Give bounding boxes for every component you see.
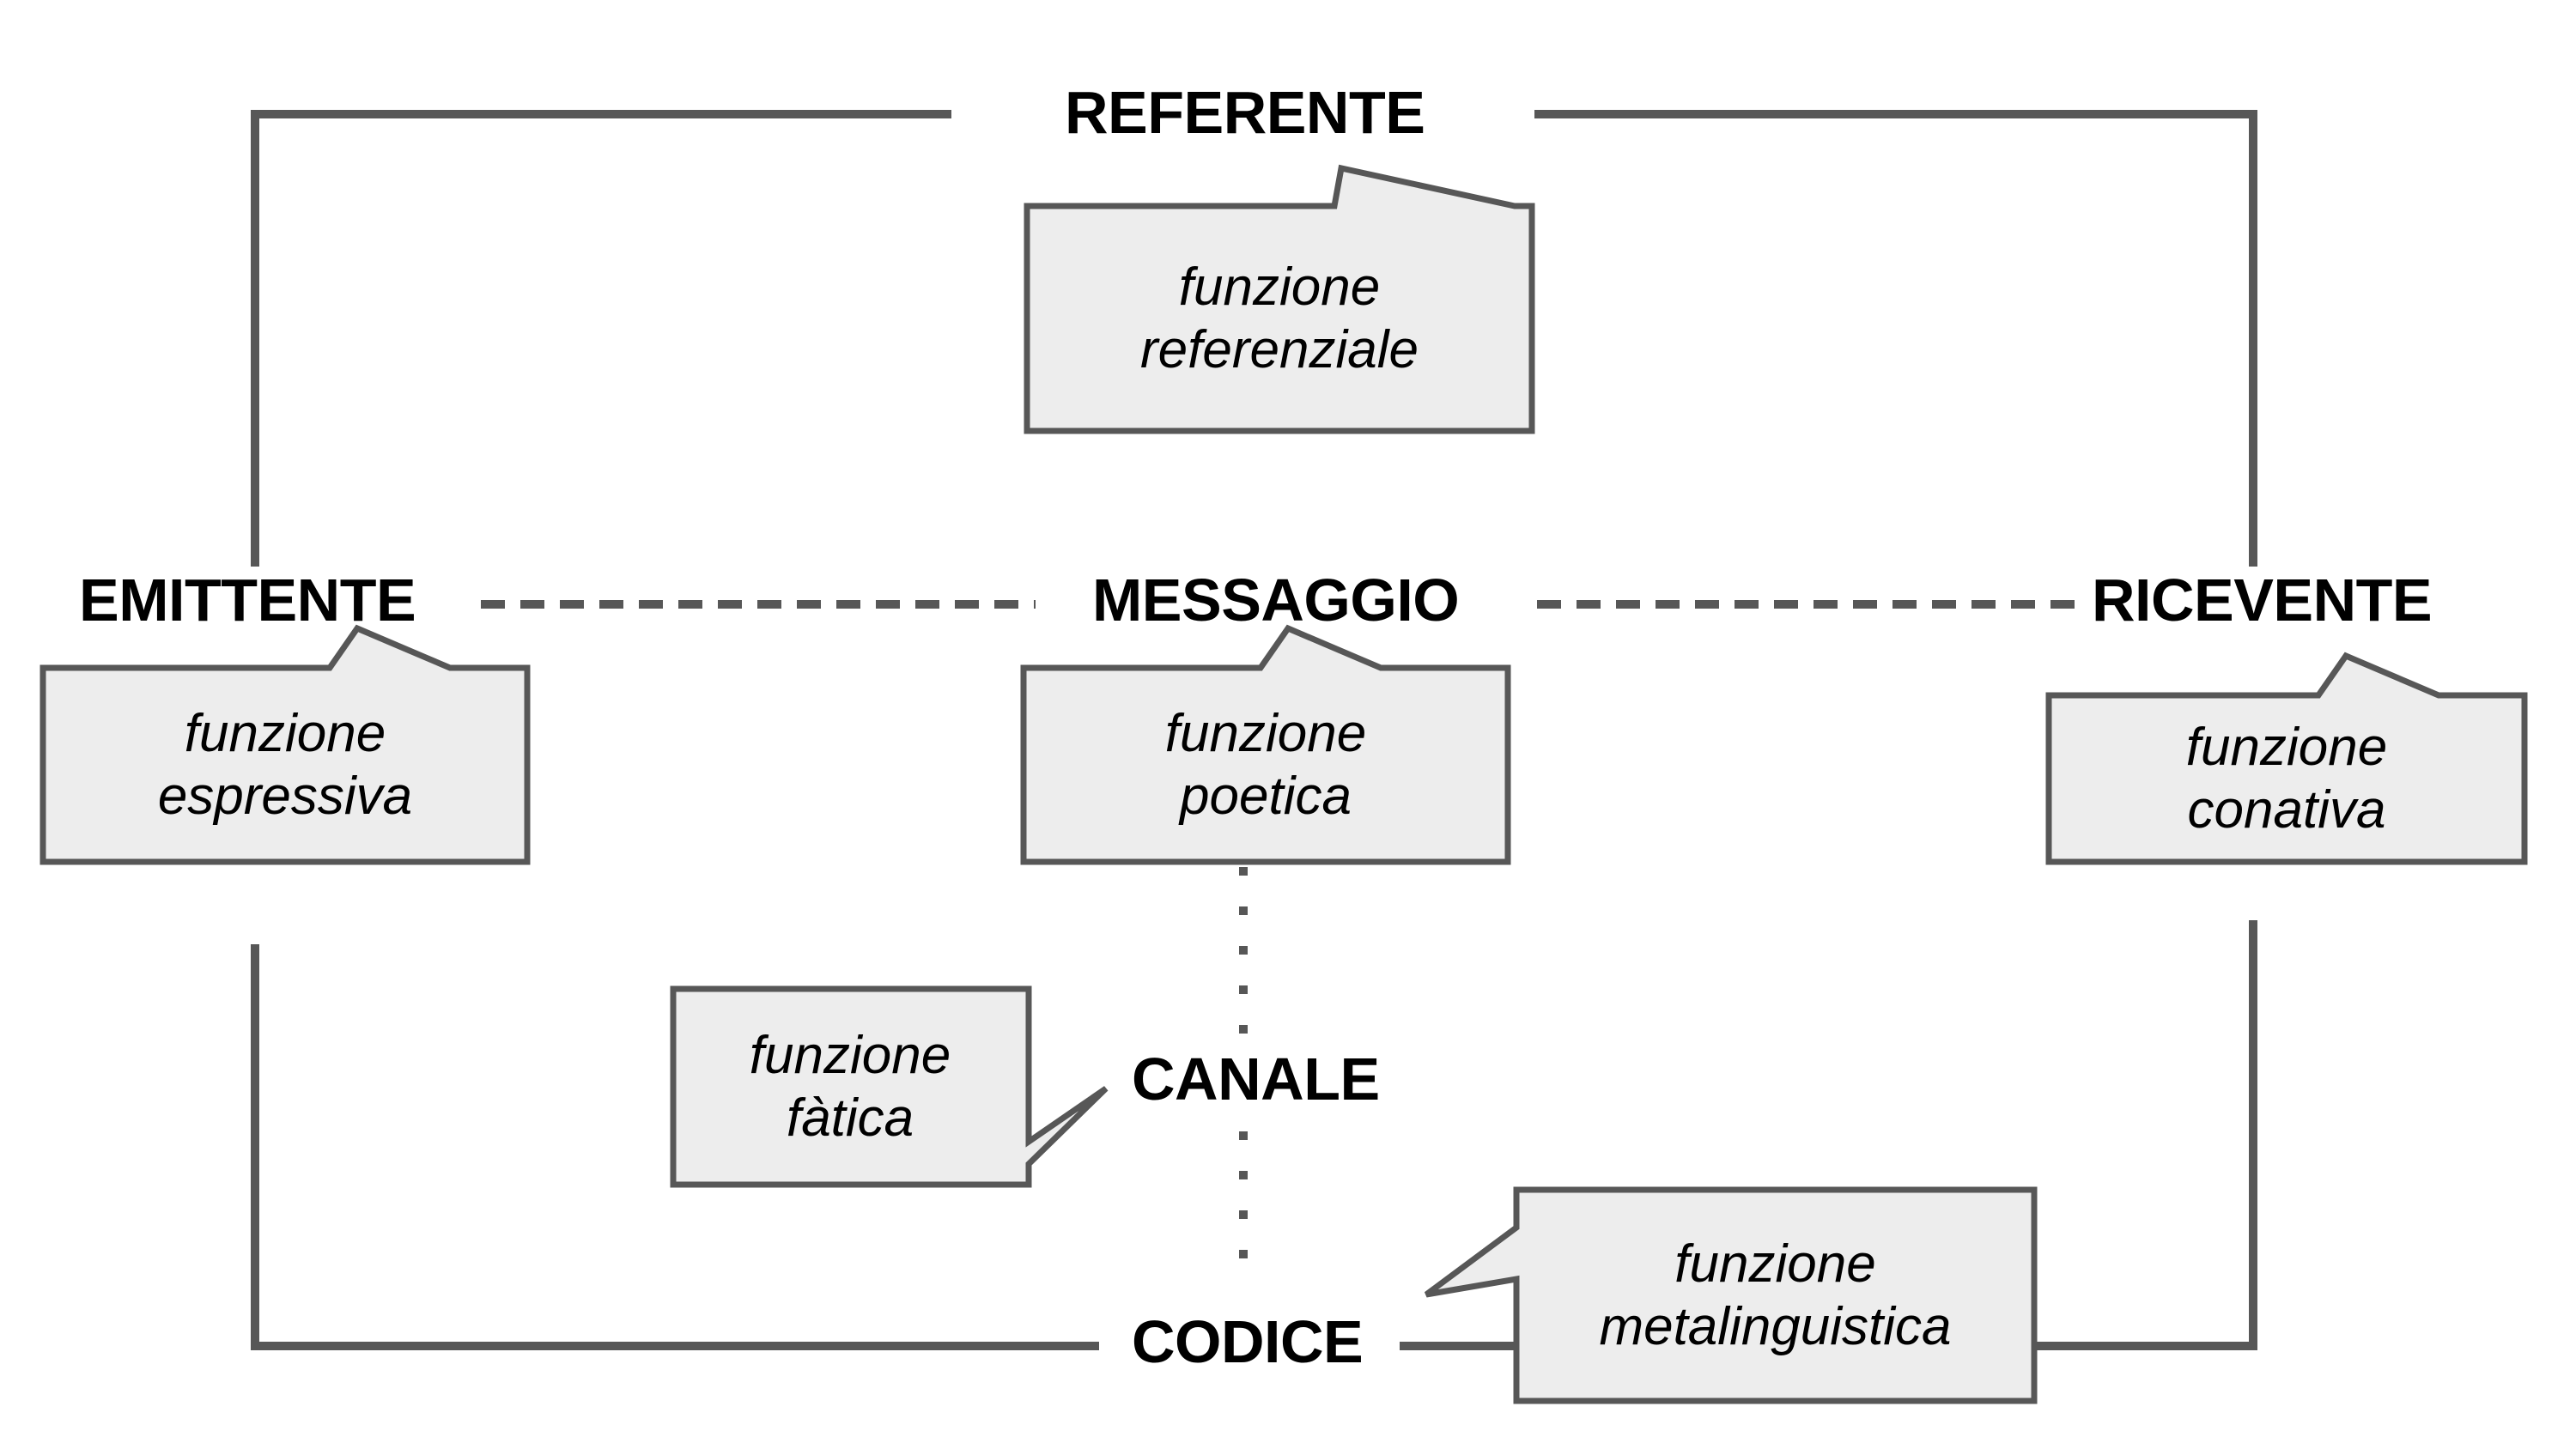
connector-emittente-referente [251, 110, 951, 567]
callout-line-1: funzione [1178, 257, 1381, 317]
connector-referente-ricevente [1534, 110, 2257, 567]
callout-funzione-metalinguistica: funzione metalinguistica [1421, 1186, 2039, 1411]
callout-line-1: funzione [2185, 717, 2388, 777]
callout-shape-referenziale [1024, 164, 1535, 434]
node-label-emittente: EMITTENTE [79, 567, 416, 634]
callout-funzione-espressiva: funzione espressiva [39, 624, 531, 869]
node-label-referente: REFERENTE [1065, 79, 1425, 146]
callout-funzione-conativa: funzione conativa [2045, 652, 2528, 869]
callout-shape-espressiva [39, 624, 531, 865]
callout-text-referenziale: funzione referenziale [1024, 206, 1535, 431]
node-label-canale: CANALE [1132, 1046, 1380, 1113]
callout-line-1: funzione [1674, 1234, 1876, 1294]
callout-shape-poetica [1020, 624, 1511, 865]
callout-text-conativa: funzione conativa [2045, 695, 2528, 862]
callout-shape-conativa [2045, 652, 2528, 865]
node-label-ricevente: RICEVENTE [2092, 567, 2433, 634]
callout-line-2: conativa [2187, 780, 2386, 840]
callout-funzione-fatica: funzione fàtica [670, 985, 1133, 1191]
callout-text-espressiva: funzione espressiva [39, 668, 531, 862]
callout-text-poetica: funzione poetica [1020, 668, 1511, 862]
callout-shape-metalinguistica [1424, 1186, 2038, 1404]
callout-line-1: funzione [1164, 703, 1367, 763]
callout-text-fatica: funzione fàtica [670, 989, 1030, 1185]
callout-line-2: poetica [1180, 767, 1352, 826]
callout-text-metalinguistica: funzione metalinguistica [1516, 1190, 2034, 1401]
callout-line-2: metalinguistica [1599, 1297, 1952, 1356]
node-label-messaggio: MESSAGGIO [1092, 567, 1460, 634]
callout-shape-fatica [670, 985, 1109, 1188]
node-label-codice: CODICE [1132, 1308, 1364, 1375]
connector-emittente-codice [251, 944, 1099, 1350]
callout-line-1: funzione [184, 703, 386, 763]
callout-line-1: funzione [749, 1025, 951, 1085]
callout-line-2: referenziale [1140, 320, 1419, 379]
callout-funzione-referenziale: funzione referenziale [1024, 164, 1535, 440]
callout-line-2: espressiva [157, 767, 413, 826]
callout-funzione-poetica: funzione poetica [1020, 624, 1511, 869]
callout-line-2: fàtica [786, 1088, 914, 1148]
